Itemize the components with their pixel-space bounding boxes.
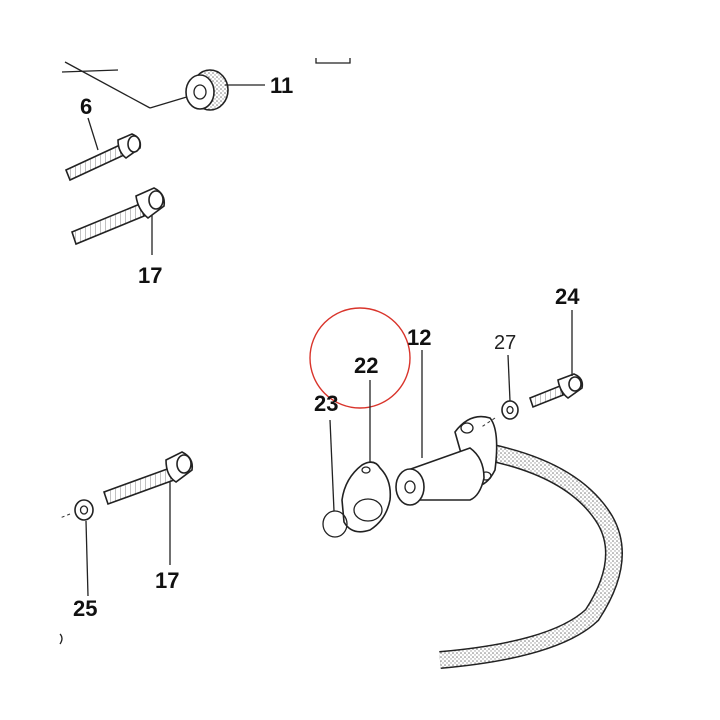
callout-24: 24 [555,284,580,309]
part-22-gasket [341,380,392,533]
callout-25: 25 [73,596,97,621]
part-25-washer [59,499,94,597]
highlight-circle [309,307,411,409]
part-27-washer [479,354,519,429]
callout-23: 23 [314,391,338,416]
callout-12: 12 [407,325,431,350]
part-6-bolt [64,117,142,182]
edge-mark [59,633,63,645]
part-17-bolt-top [71,187,166,255]
callout-17-bottom: 17 [155,568,179,593]
part-24-screw [529,310,584,409]
callout-17-top: 17 [138,263,162,288]
part-23-oring [322,419,348,538]
callout-27: 27 [494,332,516,354]
part-17-bolt-bottom [102,451,194,565]
part-12-sensor [395,350,498,506]
callout-11: 11 [270,73,293,98]
hose [439,443,623,669]
callout-6: 6 [80,94,92,119]
frame-lines [61,58,351,109]
callout-22: 22 [354,353,378,378]
part-11-bushing [185,69,265,111]
